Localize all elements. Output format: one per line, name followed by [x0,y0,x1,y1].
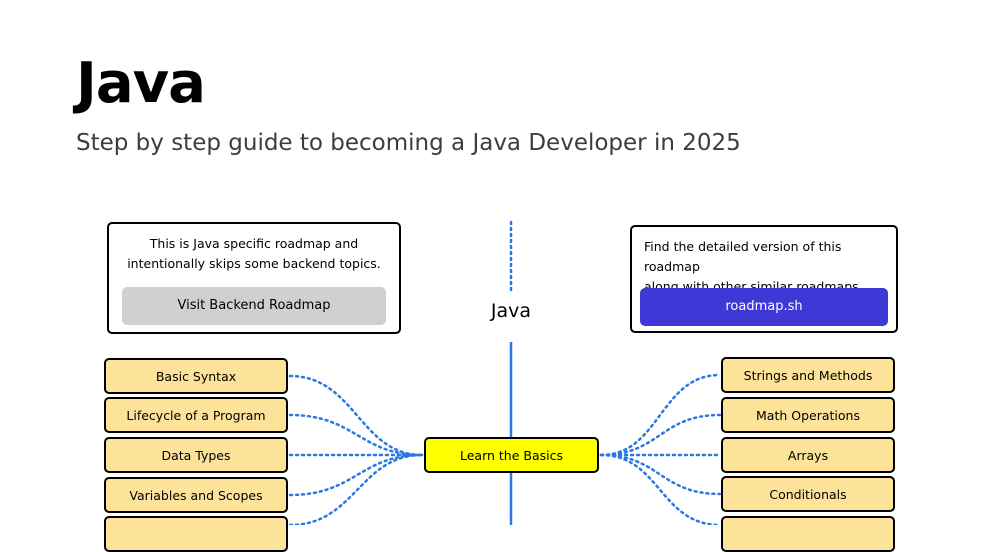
topic-basic-syntax[interactable]: Basic Syntax [104,358,288,394]
topic-left-partial[interactable] [104,516,288,552]
topic-lifecycle-of-a-program[interactable]: Lifecycle of a Program [104,397,288,433]
left-connector-1 [288,413,424,457]
topic-strings-and-methods[interactable]: Strings and Methods [721,357,895,393]
left-connector-4 [288,453,424,525]
topic-variables-and-scopes[interactable]: Variables and Scopes [104,477,288,513]
topic-conditionals[interactable]: Conditionals [721,476,895,512]
topic-right-partial[interactable] [721,516,895,552]
roadmap-connectors [288,220,722,525]
roadmap-sh-card: Find the detailed version of this roadma… [630,225,898,333]
page-subtitle: Step by step guide to becoming a Java De… [76,130,741,156]
topic-arrays[interactable]: Arrays [721,437,895,473]
topic-data-types[interactable]: Data Types [104,437,288,473]
roadmap-sh-button[interactable]: roadmap.sh [640,288,888,326]
left-connector-0 [288,374,424,457]
right-connector-3 [599,453,722,496]
roadmap-card-text-line1: Find the detailed version of this roadma… [644,239,842,274]
topic-math-operations[interactable]: Math Operations [721,397,895,433]
right-connector-4 [599,453,722,525]
topic-learn-the-basics[interactable]: Learn the Basics [424,437,599,473]
right-connector-1 [599,413,722,457]
roadmap-root-label: Java [490,300,532,322]
backend-card-text-line2: intentionally skips some backend topics. [127,256,381,271]
backend-roadmap-card: This is Java specific roadmap and intent… [107,222,401,334]
left-connector-3 [288,453,424,497]
visit-backend-roadmap-button[interactable]: Visit Backend Roadmap [122,287,386,325]
page-title: Java [76,51,206,116]
right-connector-0 [599,373,722,457]
backend-card-text-line1: This is Java specific roadmap and [149,236,359,251]
